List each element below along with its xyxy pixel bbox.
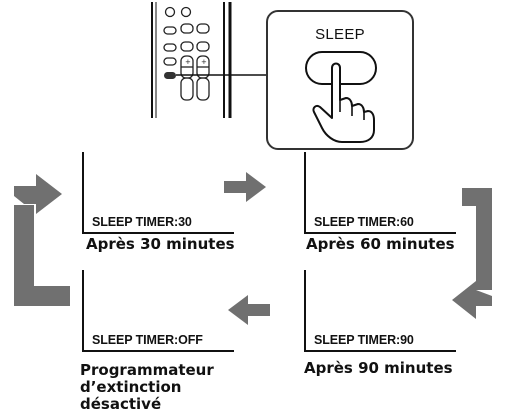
display-text-30: SLEEP TIMER:30 — [92, 215, 192, 229]
right-bracket-arrow-icon — [462, 188, 492, 290]
svg-text:+: + — [185, 58, 191, 66]
remote-sleep-button — [164, 72, 176, 79]
caption-60: Après 60 minutes — [306, 235, 455, 253]
display-state-60: SLEEP TIMER:60 — [304, 152, 456, 234]
display-text-90: SLEEP TIMER:90 — [314, 333, 414, 347]
sleep-button-callout: SLEEP — [266, 10, 414, 150]
sleep-button-label: SLEEP — [315, 26, 365, 43]
caption-90: Après 90 minutes — [304, 359, 453, 377]
remote-button-grid: + + — [163, 6, 210, 101]
arrow-right-icon — [224, 172, 266, 202]
display-state-30: SLEEP TIMER:30 — [82, 152, 234, 234]
display-text-60: SLEEP TIMER:60 — [314, 215, 414, 229]
display-text-off: SLEEP TIMER:OFF — [92, 333, 203, 347]
display-state-90: SLEEP TIMER:90 — [304, 270, 456, 352]
cycle-arrows — [14, 172, 492, 325]
svg-text:+: + — [201, 58, 207, 66]
arrow-right-head-icon — [14, 174, 62, 214]
arrow-left-icon — [228, 295, 270, 325]
remote-body — [151, 2, 232, 118]
caption-off: Programmateur d’extinction désactivé — [80, 361, 214, 413]
pressing-hand-icon — [305, 51, 377, 143]
arrow-left-head-icon — [452, 281, 492, 319]
display-state-off: SLEEP TIMER:OFF — [82, 270, 234, 352]
caption-30: Après 30 minutes — [86, 235, 235, 253]
left-bracket-arrow-icon — [14, 205, 70, 306]
